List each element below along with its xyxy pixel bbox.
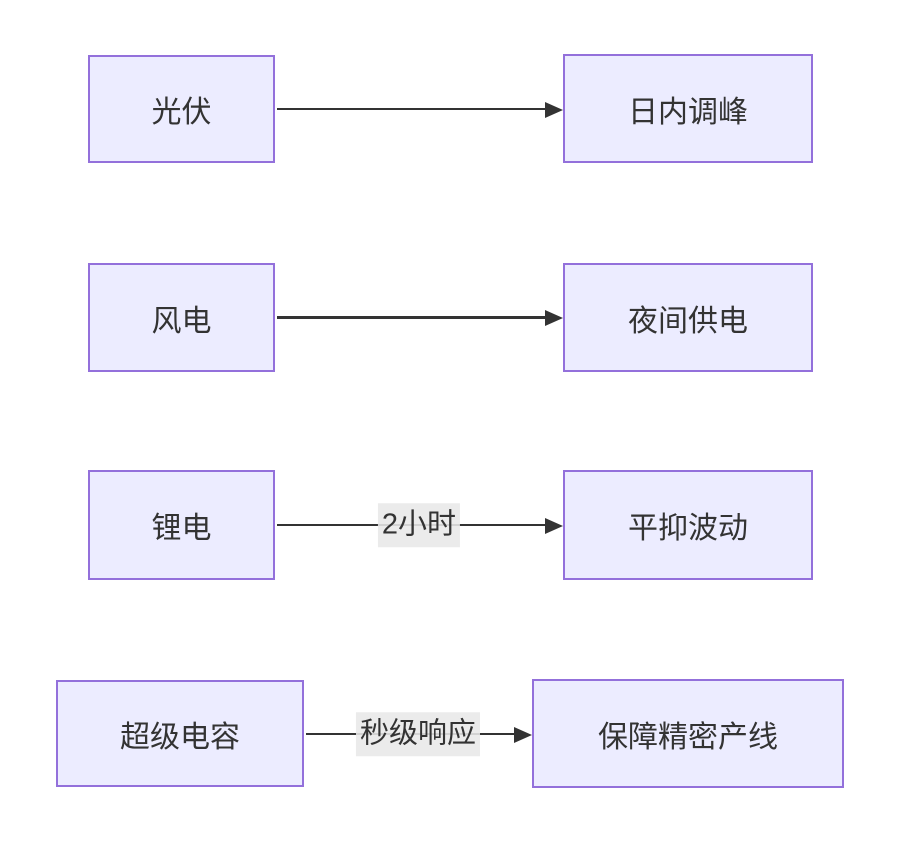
arrowhead-icon (514, 726, 532, 743)
node-supercapacitor: 超级电容 (56, 680, 304, 787)
node-wind-label: 风电 (151, 304, 212, 338)
node-intraday-peak-label: 日内调峰 (628, 95, 748, 129)
node-night-supply-label: 夜间供电 (628, 304, 748, 338)
node-wind: 风电 (88, 263, 275, 372)
edge-label-2hours: 2小时 (377, 503, 461, 547)
arrowhead-icon (545, 310, 563, 326)
node-smooth-fluctuation-label: 平抑波动 (628, 512, 748, 545)
node-li-battery: 锂电 (88, 470, 275, 580)
arrowhead-icon (545, 101, 563, 118)
node-li-battery-label: 锂电 (151, 512, 212, 545)
node-pv: 光伏 (88, 55, 275, 163)
node-pv-label: 光伏 (151, 96, 212, 129)
node-night-supply: 夜间供电 (563, 263, 813, 372)
node-precision-line-label: 保障精密产线 (598, 720, 778, 754)
edge-line-wind-to-night (277, 316, 546, 319)
node-smooth-fluctuation: 平抑波动 (563, 470, 813, 580)
node-supercapacitor-label: 超级电容 (120, 720, 240, 754)
node-precision-line: 保障精密产线 (532, 679, 844, 788)
arrowhead-icon (545, 517, 563, 534)
node-intraday-peak: 日内调峰 (563, 54, 813, 163)
edge-label-second-response: 秒级响应 (355, 712, 481, 756)
edge-line-pv-to-peak (277, 107, 546, 111)
